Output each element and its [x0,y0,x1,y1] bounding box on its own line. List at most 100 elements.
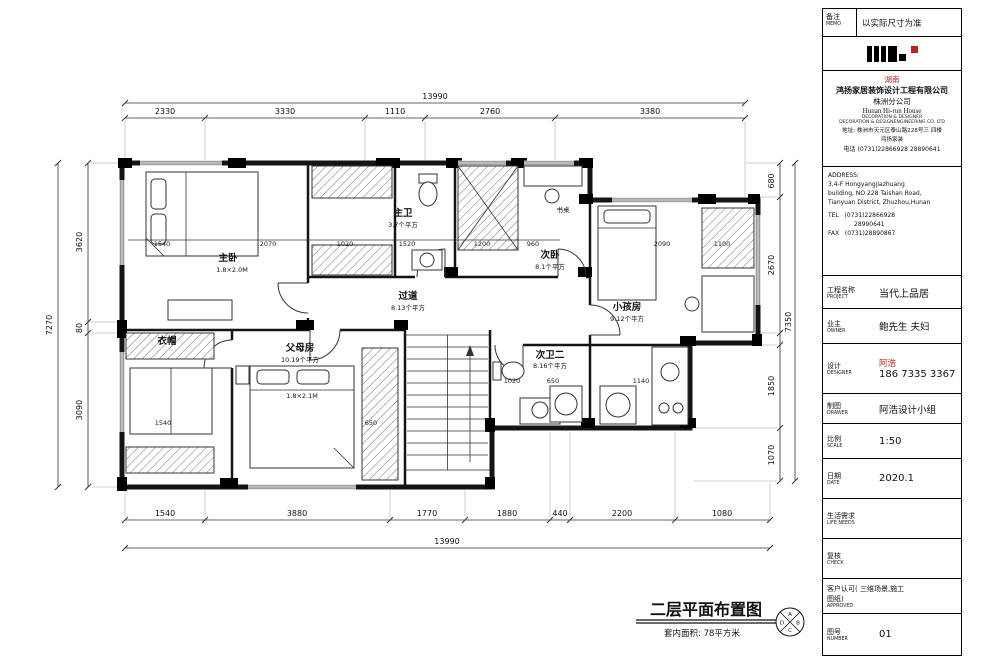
svg-text:A: A [788,612,792,618]
inner-dim: 1020 [337,240,354,248]
designer-name: 阿浩 [879,359,897,369]
memo-label: 备注 MEMO [823,9,857,36]
dim-bottom-total: 13990 [434,537,459,546]
room-label-hallway: 过道 [398,290,418,302]
sink-icon [411,249,443,271]
dim-right: 1070 [767,445,776,465]
furniture [125,165,755,481]
logo-red-square-icon [910,46,918,53]
toilet-icon [492,361,525,381]
tel-row: TEL (0731)22866928 [828,212,896,219]
dim-left: 80 [75,323,84,333]
washing-machine-icon [549,385,583,423]
inner-dim: 1520 [399,240,416,248]
dim-right-total: 7350 [784,312,793,332]
washing-machine-icon [599,385,637,425]
room-area-label: 8.13个平方 [391,303,425,312]
inner-dim: 1100 [714,240,731,248]
inner-dim: 1140 [633,377,650,385]
inner-dim: 1200 [474,240,491,248]
dim-bottom: 1540 [155,509,175,518]
field-approved: 客户认可( 三维场景,施工图纸)APPROVED [823,579,961,614]
counter-sink [651,346,689,426]
wardrobe-icon [311,244,393,276]
toilet-icon [418,173,438,207]
dim-bottom: 1880 [497,509,517,518]
dim-top: 1110 [385,107,405,116]
room-label-master-bath: 主卫 [393,207,413,219]
dimension-lines: 13990 2330 3330 1110 2760 3380 1540 3880… [45,92,799,552]
sheet-area-note: 套内面积: 78平方米 [664,628,740,639]
hirun-logo [823,37,961,71]
company-phone: 电话 (0731)22866928 28890641 [843,146,941,153]
dim-bottom: 1770 [417,509,437,518]
logo-bar-icon [873,45,879,62]
bed-size-label: 1.8×2.0M [216,266,248,274]
sheet-title: 二层平面布置图 [650,600,762,619]
room-label-parents: 父母房 [285,342,315,354]
svg-text:C: C [788,628,792,634]
svg-text:D: D [780,621,784,627]
wardrobe-icon [125,446,215,474]
inner-dim: 1540 [154,240,171,248]
room-label-second-bath: 次卫二 [536,349,565,361]
inner-dim: 1540 [155,419,172,427]
logo-bar-icon [887,45,897,62]
company-block: 湖南 鸿扬家居装饰设计工程有限公司 株洲分公司 Hunan Hi-run Hou… [823,71,961,167]
dim-bottom: 1080 [712,509,732,518]
company-name: 鸿扬家居装饰设计工程有限公司 [836,86,948,95]
inner-dim: 650 [547,377,559,385]
walls [117,158,762,491]
dim-bottom: 440 [552,509,567,518]
chair-icon [684,296,700,312]
sheet-title-group: 二层平面布置图 套内面积: 78平方米 A B C D [636,600,805,639]
stairs [405,334,490,471]
dim-top: 2330 [155,107,175,116]
dim-right: 1850 [767,376,776,396]
fax-row: FAX (0731)28890867 [828,230,896,237]
bed-master [145,171,259,257]
logo-black-square-icon [898,54,906,61]
svg-text:B: B [796,621,800,627]
tatami-bed [457,165,519,251]
dim-top-total: 13990 [422,92,447,101]
room-area-label: 3.7个平方 [388,220,418,229]
dim-right: 680 [767,173,776,188]
dim-top: 3380 [640,107,660,116]
inner-dim: 2090 [654,240,671,248]
inner-dim: 960 [527,240,539,248]
memo-row: 备注 MEMO 以实际尺寸为准 [823,9,961,37]
bed-kids [597,205,657,301]
dresser-master [167,299,233,321]
room-area-label: 9.12个平方 [610,314,644,323]
company-name-en: Hunan Hi-run House [862,107,922,115]
company-branch: 株洲分公司 [873,97,911,106]
dim-right: 2670 [767,255,776,275]
title-block: 备注 MEMO 以实际尺寸为准 湖南 鸿扬家居装饰设计工程有限公司 株洲分公司 … [822,8,962,656]
memo-value: 以实际尺寸为准 [862,18,922,29]
chair-icon [544,188,560,204]
wardrobe-icon [361,347,399,481]
dim-top: 2760 [480,107,500,116]
wardrobe-icon [701,207,755,269]
dim-bottom: 3880 [287,509,307,518]
interior-dimensions: 1540 2070 1020 1520 1200 960 2090 1100 6… [128,239,731,427]
wardrobe-icon [125,332,215,360]
company-address-en: ADDRESS: 3,4-F Hongyangjiazhuang buildin… [823,167,961,276]
window-glyphs [119,160,761,490]
dim-top: 3330 [275,107,295,116]
company-region: 湖南 [884,75,900,84]
room-label-kids: 小孩房 [612,301,642,313]
room-labels: 主卧 1.8×2.0M 主卫 3.7个平方 过道 8.13个平方 次卧 8.1个… [157,205,644,400]
wardrobe-icon [311,165,393,199]
inner-dim: 650 [365,419,377,427]
room-label-second: 次卧 [540,249,560,261]
